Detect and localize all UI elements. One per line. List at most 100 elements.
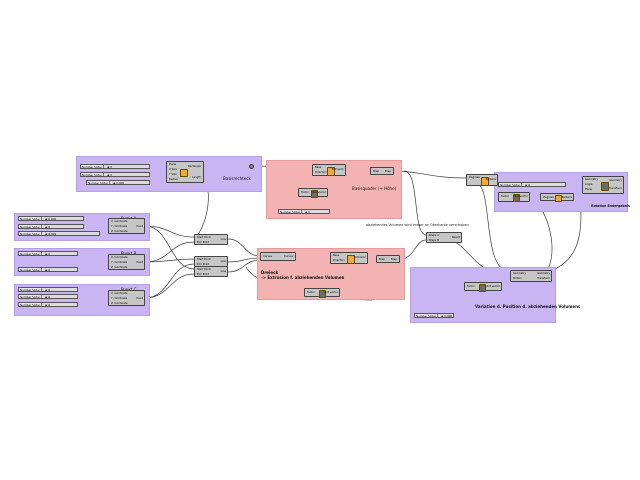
input-pin[interactable]: Z coordinate — [111, 302, 128, 305]
input-pin[interactable]: Factor — [307, 291, 315, 294]
unit-z-rotation-component[interactable]: Factor Unit vector — [498, 192, 530, 202]
rotate-input-component[interactable]: Degrees Radians — [466, 174, 498, 186]
number-slider[interactable]: Number Slider◆ 0 — [18, 294, 78, 299]
number-slider[interactable]: Number Slider◆ 0 — [18, 267, 78, 272]
input-pin[interactable]: Angle — [585, 183, 593, 186]
number-slider[interactable]: Number Slider◆ 0.000 — [86, 180, 150, 185]
construct-point-a[interactable]: X coordinate Y coordinate Z coordinate P… — [108, 218, 145, 234]
input-pin[interactable]: Brep — [373, 170, 380, 173]
extrude-triangle-component[interactable]: Base Direction Extrusion — [330, 252, 368, 264]
move-component[interactable]: Geometry Motion Geometry Transform — [510, 270, 552, 282]
input-pin[interactable]: Breps A — [429, 234, 439, 237]
input-pin[interactable]: Degrees — [469, 176, 480, 179]
input-pin[interactable]: End Point — [197, 273, 210, 276]
input-pin[interactable]: Plane — [169, 163, 177, 166]
input-pin[interactable]: End Point — [197, 263, 210, 266]
input-pin[interactable]: X coordinate — [111, 220, 128, 223]
input-pin[interactable]: X coordinate — [111, 292, 128, 295]
input-pin[interactable]: Y coordinate — [111, 297, 128, 300]
construct-point-b[interactable]: X coordinate Y coordinate Z coordinate P… — [108, 254, 145, 270]
output-pin[interactable]: Geometry — [537, 272, 550, 275]
number-slider[interactable]: Number Slider◆ 0.309 — [18, 231, 100, 236]
unit-z-triangle-component[interactable]: Factor Unit vector — [304, 288, 340, 298]
input-pin[interactable]: Radius — [169, 178, 178, 181]
input-pin[interactable]: Z coordinate — [111, 266, 128, 269]
output-pin[interactable]: Point — [136, 261, 143, 264]
input-pin[interactable]: Start Point — [197, 268, 211, 271]
input-pin[interactable]: Y coordinate — [111, 225, 128, 228]
output-pin[interactable]: Line — [220, 270, 226, 273]
output-pin[interactable]: Line — [220, 260, 226, 263]
output-pin[interactable]: Transform — [537, 277, 550, 280]
number-slider[interactable]: Number Slider◆ 0 — [80, 172, 150, 177]
input-pin[interactable]: Motion — [513, 277, 522, 280]
input-pin[interactable]: Z coordinate — [111, 230, 128, 233]
number-slider[interactable]: Number Slider◆ 0 — [18, 302, 78, 307]
output-pin[interactable]: Geometry — [609, 179, 622, 182]
output-pin[interactable]: Unit vector — [323, 291, 338, 294]
output-pin[interactable]: Rectangle — [188, 165, 201, 168]
output-pin[interactable]: Radians — [485, 178, 496, 181]
output-pin[interactable]: Result — [451, 236, 460, 239]
output-pin[interactable]: Unit vector — [311, 191, 326, 194]
number-slider[interactable]: Number Slider◆ 0.000 — [414, 313, 454, 318]
output-pin[interactable]: Unit vector — [485, 285, 500, 288]
input-pin[interactable]: End Point — [197, 241, 210, 244]
number-slider[interactable]: Number Slider◆ 0 — [278, 209, 330, 214]
boundary-surface-icon[interactable] — [249, 164, 254, 169]
input-pin[interactable]: Start Point — [197, 236, 211, 239]
number-slider[interactable]: Number Slider◆ 0 — [498, 182, 566, 187]
line-component-ab[interactable]: Start Point End Point Line — [194, 234, 228, 245]
number-slider[interactable]: Number Slider◆ 0 — [18, 251, 78, 256]
input-pin[interactable]: Geometry — [513, 272, 526, 275]
output-pin[interactable]: Extrusion — [353, 256, 366, 259]
output-pin[interactable]: Brep — [384, 170, 391, 173]
line-component-ca[interactable]: Start Point End Point Line — [194, 266, 228, 277]
cap-holes-triangle-component[interactable]: Brep Brep — [376, 255, 400, 263]
output-pin[interactable]: Line — [220, 238, 226, 241]
unit-z-component[interactable]: Factor Unit vector — [298, 188, 328, 198]
unit-y-component[interactable]: Factor Unit vector — [464, 282, 502, 292]
slider-name: Number Slider — [19, 231, 43, 236]
number-slider[interactable]: Number Slider◆ 0 — [80, 164, 150, 169]
input-pin[interactable]: Plane — [585, 188, 593, 191]
input-pin[interactable]: Direction — [315, 171, 327, 174]
input-pin[interactable]: Start Point — [197, 258, 211, 261]
input-pin[interactable]: Factor — [301, 191, 309, 194]
cap-holes-component[interactable]: Brep Brep — [370, 167, 394, 175]
join-curves-component[interactable]: Curves Curves — [260, 252, 296, 261]
rectangle-component[interactable]: Plane X Size Y Size Radius Rectangle Len… — [166, 161, 204, 183]
output-pin[interactable]: Radians — [561, 196, 572, 199]
output-pin[interactable]: Unit vector — [513, 195, 528, 198]
output-pin[interactable]: Point — [136, 297, 143, 300]
number-slider[interactable]: Number Slider◆ 0.000 — [18, 216, 84, 221]
input-pin[interactable]: X coordinate — [111, 256, 128, 259]
input-pin[interactable]: Degrees — [543, 196, 554, 199]
solid-difference-component[interactable]: Breps A Breps B Result — [426, 232, 462, 243]
input-pin[interactable]: Breps B — [429, 239, 439, 242]
number-slider[interactable]: Number Slider◆ 0 — [18, 287, 78, 292]
input-pin[interactable]: X Size — [169, 168, 177, 171]
number-slider[interactable]: Number Slider◆ 0 — [18, 224, 84, 229]
construct-point-c[interactable]: X coordinate Y coordinate Z coordinate P… — [108, 290, 145, 306]
input-pin[interactable]: Direction — [333, 259, 345, 262]
input-pin[interactable]: Y Size — [169, 173, 177, 176]
input-pin[interactable]: Factor — [467, 285, 475, 288]
radians-component[interactable]: Degrees Radians — [540, 193, 574, 202]
output-pin[interactable]: Transform — [609, 187, 622, 190]
rotate-component[interactable]: Geometry Angle Plane Geometry Transform — [582, 176, 624, 194]
output-pin[interactable]: Curves — [283, 255, 293, 258]
output-pin[interactable]: Point — [136, 225, 143, 228]
output-pin[interactable]: Length — [192, 176, 201, 179]
input-pin[interactable]: Brep — [379, 258, 386, 261]
extrude-component[interactable]: Base Direction Extrusion — [312, 164, 346, 176]
output-pin[interactable]: Brep — [390, 258, 397, 261]
input-pin[interactable]: Factor — [501, 195, 509, 198]
input-pin[interactable]: Base — [333, 254, 340, 257]
output-pin[interactable]: Extrusion — [331, 168, 344, 171]
input-pin[interactable]: Base — [315, 166, 322, 169]
input-pin[interactable]: Curves — [263, 255, 273, 258]
input-pin[interactable]: Geometry — [585, 178, 598, 181]
input-pin[interactable]: Y coordinate — [111, 261, 128, 264]
